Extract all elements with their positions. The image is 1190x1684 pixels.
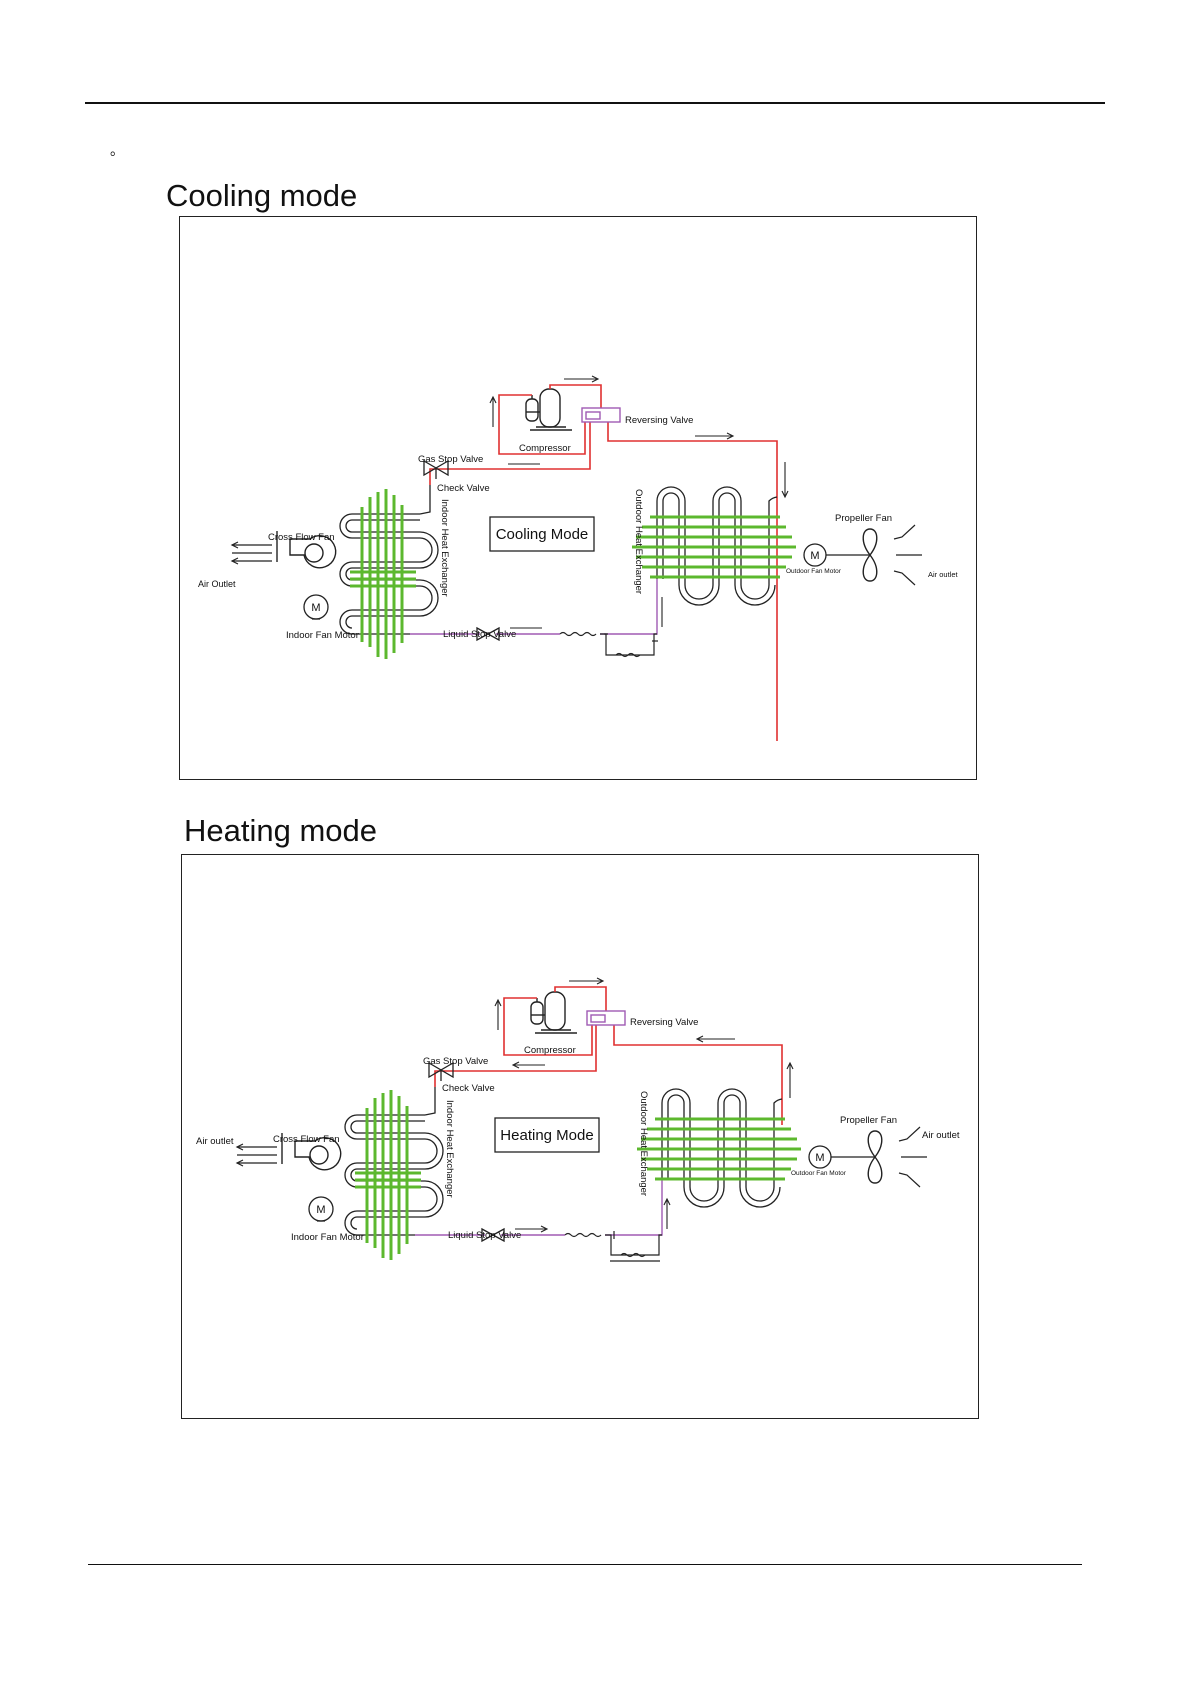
heating-mode-title: Heating mode	[184, 813, 378, 848]
air-outlet-arrows-left	[235, 1143, 277, 1167]
capillary-tube	[559, 631, 658, 658]
indoor-motor-symbol: M	[316, 1204, 325, 1216]
outdoor-fan-motor-label: Outdoor Fan Motor	[786, 568, 842, 575]
indoor-heat-exchanger-coil	[339, 513, 439, 635]
header-rule	[85, 102, 1105, 104]
outdoor-motor-symbol: M	[815, 1152, 824, 1164]
propeller-fan-icon	[867, 1130, 883, 1184]
liquid-stop-valve-icon	[481, 1227, 505, 1243]
cross-flow-fan	[281, 1133, 342, 1171]
heating-mode-box-label: Heating Mode	[500, 1127, 593, 1144]
reversing-valve	[586, 1010, 626, 1026]
outdoor-heat-exchanger-label: Outdoor Heat Exchanger	[638, 1091, 649, 1196]
gas-stop-check-valve	[423, 459, 449, 479]
outdoor-coil-fins	[632, 515, 796, 579]
check-valve-label: Check Valve	[437, 483, 490, 494]
capillary-tube	[564, 1231, 662, 1262]
indoor-fan-motor-label: Indoor Fan Motor	[291, 1232, 364, 1243]
indoor-coil-fins	[350, 489, 416, 659]
reversing-valve	[581, 407, 621, 423]
flow-direction-arrows	[494, 977, 794, 1233]
liquid-stop-valve-label: Liquid Stop Valve	[448, 1230, 521, 1241]
outdoor-heat-exchanger-label: Outdoor Heat Exchanger	[633, 489, 644, 594]
air-outlet-left-label: Air Outlet	[198, 579, 236, 589]
heating-mode-box	[494, 1117, 600, 1153]
indoor-heat-exchanger-label: Indoor Heat Exchanger	[439, 499, 450, 597]
compressor-label: Compressor	[519, 443, 571, 454]
outdoor-fan-motor-icon	[803, 543, 870, 567]
bullet-mark: 。	[110, 142, 124, 158]
cross-flow-fan-label: Cross Flow Fan	[273, 1134, 340, 1145]
outdoor-coil-fins	[637, 1117, 801, 1181]
liquid-stop-valve-icon	[476, 626, 500, 642]
indoor-heat-exchanger-label: Indoor Heat Exchanger	[444, 1100, 455, 1198]
cross-flow-fan-label: Cross Flow Fan	[268, 532, 335, 543]
compressor	[530, 991, 577, 1034]
propeller-fan-icon	[862, 528, 878, 582]
indoor-fan-motor-icon	[308, 1196, 334, 1222]
heating-diagram-panel: Heating Mode Reversing Valve Compressor …	[181, 854, 979, 1419]
cooling-mode-box	[489, 516, 595, 552]
air-outlet-right-label: Air outlet	[922, 1130, 960, 1141]
footer-rule	[88, 1564, 1082, 1565]
outdoor-fan-motor-label: Outdoor Fan Motor	[791, 1170, 847, 1177]
air-outlet-arrows-right	[898, 1126, 927, 1188]
air-outlet-left-label: Air outlet	[196, 1136, 234, 1147]
outdoor-heat-exchanger-coil	[656, 486, 778, 606]
flow-direction-arrows	[489, 375, 789, 629]
heating-diagram: Heating Mode Reversing Valve Compressor …	[196, 977, 960, 1262]
gas-stop-check-valve	[428, 1061, 454, 1081]
indoor-heat-exchanger-coil	[344, 1114, 444, 1236]
air-outlet-arrows-right	[893, 524, 922, 586]
indoor-pipe	[419, 485, 431, 515]
outdoor-motor-symbol: M	[810, 550, 819, 562]
propeller-fan-label: Propeller Fan	[840, 1115, 897, 1126]
indoor-fan-motor-label: Indoor Fan Motor	[286, 630, 359, 641]
refrigerant-high-pressure-line	[429, 384, 778, 741]
indoor-fan-motor-icon	[303, 594, 329, 620]
air-outlet-right-label: Air outlet	[928, 570, 959, 579]
cross-flow-fan	[276, 531, 337, 569]
gas-stop-valve-label: Gas Stop Valve	[418, 454, 483, 465]
indoor-coil-fins	[355, 1090, 421, 1260]
outdoor-fan-motor-icon	[808, 1145, 875, 1169]
compressor-label: Compressor	[524, 1045, 576, 1056]
air-outlet-arrows-left	[230, 541, 272, 565]
indoor-motor-symbol: M	[311, 602, 320, 614]
check-valve-label: Check Valve	[442, 1083, 495, 1094]
reversing-valve-label: Reversing Valve	[625, 415, 693, 426]
indoor-pipe	[424, 1087, 436, 1116]
propeller-fan-label: Propeller Fan	[835, 513, 892, 524]
reversing-valve-label: Reversing Valve	[630, 1017, 698, 1028]
liquid-stop-valve-label: Liquid Stop Valve	[443, 629, 516, 640]
cooling-diagram-panel: Cooling Mode Reversing Valve Compressor …	[179, 216, 977, 780]
outdoor-heat-exchanger-coil	[661, 1088, 783, 1208]
cooling-mode-box-label: Cooling Mode	[496, 526, 589, 543]
refrigerant-high-pressure-line	[434, 986, 783, 1125]
compressor	[525, 388, 572, 431]
cooling-diagram: Cooling Mode Reversing Valve Compressor …	[198, 375, 959, 741]
cooling-mode-title: Cooling mode	[166, 178, 358, 213]
gas-stop-valve-label: Gas Stop Valve	[423, 1056, 488, 1067]
